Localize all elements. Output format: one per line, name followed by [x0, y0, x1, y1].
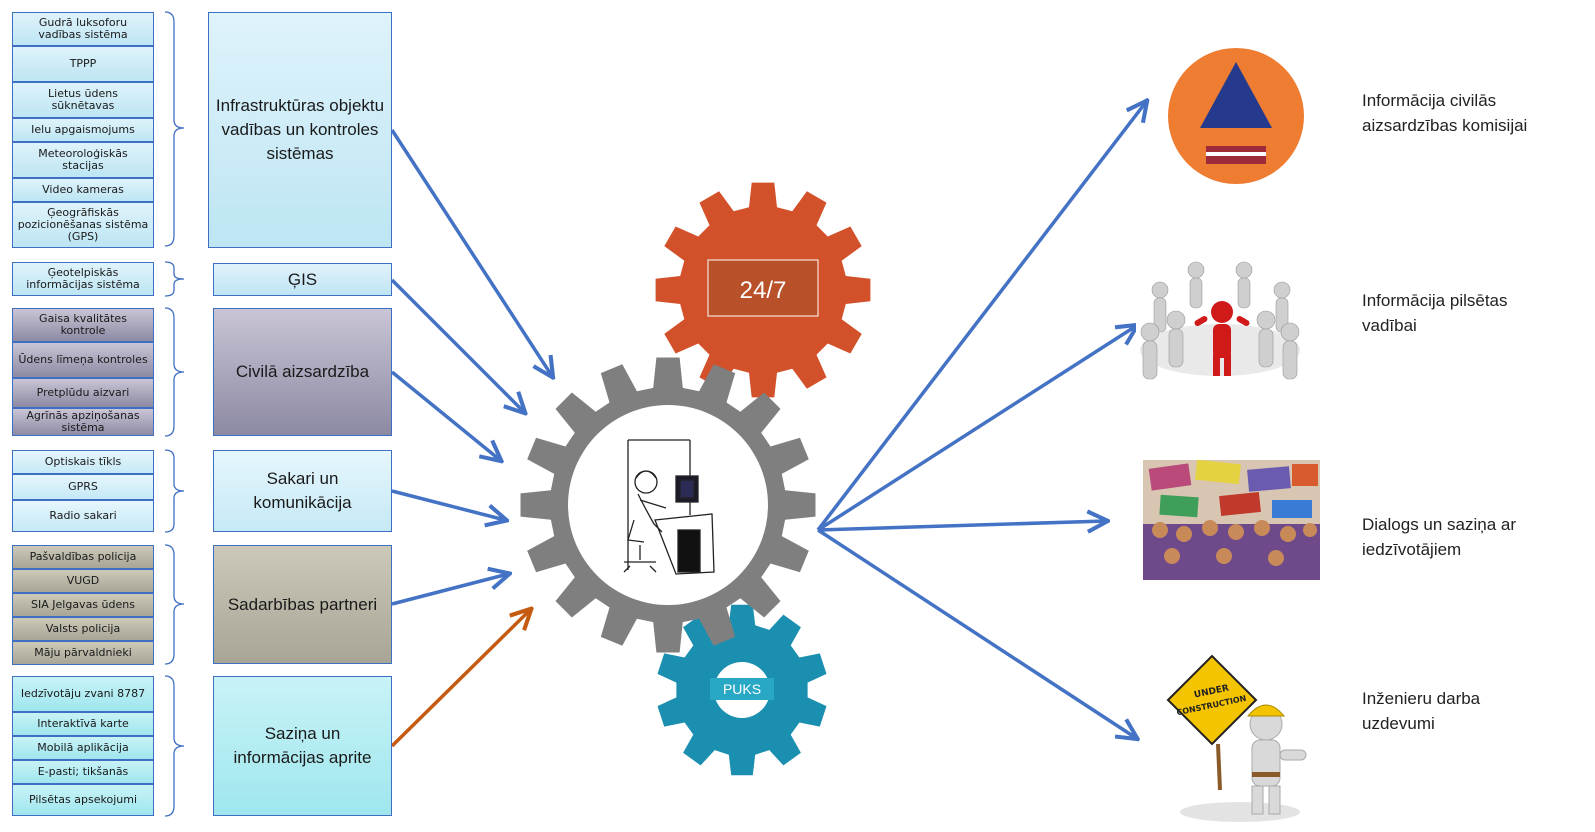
- under-construction-icon: UNDER CONSTRUCTION: [1166, 654, 1307, 822]
- protest-crowd-icon: [1143, 459, 1320, 580]
- arrow-out-engineering: [817, 528, 1136, 738]
- operator-sketch-icon: [623, 439, 715, 575]
- source-box: Optiskais tīkls: [12, 450, 154, 474]
- source-box: Interaktīvā karte: [12, 712, 154, 736]
- source-box: Video kameras: [12, 178, 154, 202]
- output-label-residents: Dialogs un saziņa ar iedzīvotājiem: [1362, 515, 1517, 559]
- arrow-out-city-management: [817, 326, 1136, 532]
- main-box-information-flow: Saziņa un informācijas aprite: [213, 676, 392, 816]
- gear-puks-label: PUKS: [723, 681, 761, 697]
- source-box: E-pasti; tikšanās: [12, 760, 154, 784]
- source-box: Ģeotelpiskās informācijas sistēma: [12, 262, 154, 296]
- main-box-civil-defense: Civilā aizsardzība: [213, 308, 392, 436]
- source-box: Valsts policija: [12, 617, 154, 641]
- arrow-out-civil-commission: [816, 102, 1146, 532]
- brace-group-3: [164, 307, 185, 437]
- main-box-gis: ĢIS: [213, 263, 392, 296]
- arrow-civil-defense: [390, 370, 500, 460]
- source-box: Gaisa kvalitātes kontrole: [12, 308, 154, 342]
- main-box-partners: Sadarbības partneri: [213, 545, 392, 664]
- source-box: Pilsētas apsekojumi: [12, 784, 154, 816]
- source-box: Māju pārvaldnieki: [12, 641, 154, 665]
- source-box: VUGD: [12, 569, 154, 593]
- source-box: Iedzīvotāju zvani 8787: [12, 676, 154, 712]
- arrow-out-residents: [817, 521, 1106, 530]
- source-box: Agrīnās apziņošanas sistēma: [12, 408, 154, 436]
- output-label-civil-commission: Informācija civilās aizsardzības komisij…: [1362, 91, 1528, 135]
- gear-24-7-label-box: [707, 259, 819, 317]
- source-box: Ūdens līmeņa kontroles: [12, 342, 154, 378]
- gear-24-7-label: 24/7: [740, 277, 787, 304]
- source-box: Lietus ūdens sūknētavas: [12, 82, 154, 118]
- brace-group-5: [164, 544, 185, 665]
- source-box: SIA Jelgavas ūdens: [12, 593, 154, 617]
- source-box: TPPP: [12, 46, 154, 82]
- brace-group-4: [164, 449, 185, 533]
- arrow-infrastructure: [390, 129, 552, 376]
- output-label-city-management: Informācija pilsētas vadībai: [1362, 291, 1508, 335]
- brace-group-6: [164, 675, 185, 817]
- source-box: Mobilā aplikācija: [12, 736, 154, 760]
- arrow-gis: [390, 278, 524, 412]
- main-box-communications: Sakari un komunikācija: [213, 450, 392, 532]
- source-box: Gudrā luksoforu vadības sistēma: [12, 12, 154, 46]
- arrow-communications: [391, 489, 505, 520]
- output-label-engineering: Inženieru darba uzdevumi: [1362, 689, 1481, 733]
- source-box: Pašvaldības policija: [12, 545, 154, 569]
- brace-group-1: [164, 11, 185, 247]
- civil-defense-emblem-icon: [1168, 48, 1304, 184]
- source-box: Meteoroloģiskās stacijas: [12, 142, 154, 178]
- arrow-information-flow: [390, 610, 530, 748]
- arrow-partners: [391, 574, 508, 606]
- source-box: GPRS: [12, 474, 154, 500]
- source-box: Pretplūdu aizvari: [12, 378, 154, 408]
- source-box: Ielu apgaismojums: [12, 118, 154, 142]
- source-box: Radio sakari: [12, 500, 154, 532]
- brace-group-2: [164, 261, 185, 297]
- gear-puks-label-box: [710, 678, 774, 700]
- main-box-infrastructure: Infrastruktūras objektu vadības un kontr…: [208, 12, 392, 248]
- source-box: Ģeogrāfiskās pozicionēšanas sistēma (GPS…: [12, 202, 154, 248]
- gear-center-hub: [568, 405, 768, 605]
- people-circle-icon: [1136, 254, 1304, 386]
- gear-puks-icon: [657, 604, 827, 776]
